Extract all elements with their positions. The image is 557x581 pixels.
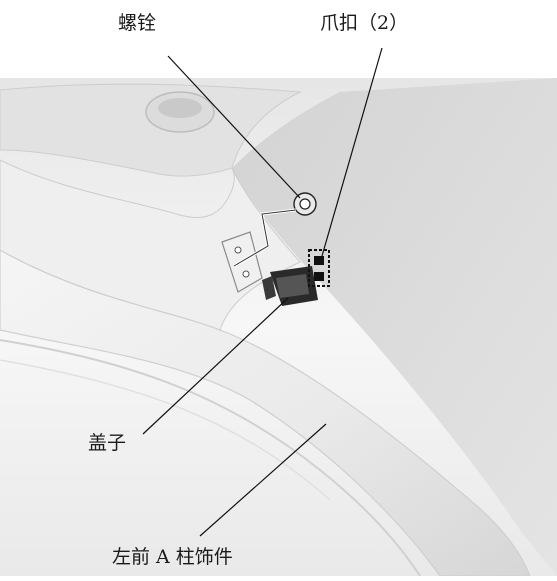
leader-cover [142,297,289,435]
a-pillar-trim-label: 左前 A 柱饰件 [112,546,233,568]
cover-label: 盖子 [88,432,127,454]
bolt-label: 螺铨 [118,12,157,34]
cover-icon [262,266,318,306]
clip-icon [308,249,330,287]
leader-trim [199,423,327,537]
bolt-icon [293,192,317,216]
clip-label: 爪扣（2） [320,12,409,34]
leader-bolt [167,55,301,199]
pillar-upper-body [0,159,301,331]
roof-edge-strip [0,83,302,177]
leader-clip [321,47,383,257]
